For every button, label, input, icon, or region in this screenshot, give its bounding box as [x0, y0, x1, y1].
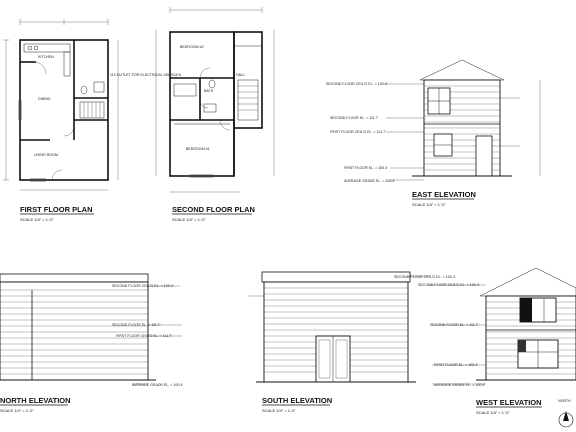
east-elevation-title: EAST ELEVATION	[412, 190, 476, 199]
second-floor-plan: BEDROOM #2 BATH HALL BEDROOM #1 SECOND F…	[155, 7, 275, 222]
west-elevation-scale: SCALE 1/4" = 1'-0"	[476, 410, 510, 415]
north-elevation-scale: SCALE 1/4" = 1'-0"	[0, 408, 34, 413]
second-floor-plan-scale: SCALE 1/4" = 1'-0"	[172, 217, 206, 222]
east-level-grade: AVERAGE GRADE EL. = 100.4'	[344, 179, 395, 183]
north-arrow: NORTH	[558, 399, 574, 428]
second-floor-plan-title: SECOND FLOOR PLAN	[172, 205, 255, 214]
west-upper-window	[519, 297, 557, 323]
first-floor-plan-title: FIRST FLOOR PLAN	[20, 205, 93, 214]
south-siding	[264, 287, 408, 373]
east-level-second-ceiling: SECOND FLOOR CEIL'G EL. = 100.4'	[326, 82, 388, 86]
east-level-first-ceiling: FIRST FLOOR CEIL'G EL. = 111.7'	[330, 130, 386, 134]
north-elevation: SECOND FLOOR CEIL'G EL. = 100.4' SECOND …	[0, 273, 183, 413]
south-elevation-title: SOUTH ELEVATION	[262, 396, 332, 405]
room-label-kitchen: KITCHEN	[38, 55, 54, 59]
west-lower-window	[517, 339, 559, 369]
west-elevation: SECOND FLOOR CEIL'G EL. = 100.4' SECOND …	[418, 267, 576, 415]
stair	[79, 101, 105, 119]
west-elevation-title: WEST ELEVATION	[476, 398, 542, 407]
north-arrow-label: NORTH	[558, 399, 571, 403]
north-level-second-ceiling: SECOND FLOOR CEIL'G EL. = 100.4'	[112, 284, 174, 288]
east-level-first-floor: FIRST FLOOR EL. = 100.4'	[344, 166, 388, 170]
south-elevation: SECOND FLOOR CEIL'G EL. = 100.4' SOUTH E…	[248, 271, 456, 413]
east-level-second-floor: SECOND FLOOR EL. = 111.7'	[330, 116, 379, 120]
west-level-first-floor: FIRST FLOOR EL. = 100.4'	[434, 363, 478, 367]
south-elevation-scale: SCALE 1/4" = 1'-0"	[262, 408, 296, 413]
west-level-second-floor: SECOND FLOOR EL. = 111.7'	[430, 323, 479, 327]
first-floor-plan-scale: SCALE 1/4" = 1'-0"	[20, 217, 54, 222]
patio-door	[315, 335, 351, 383]
west-level-grade: AVERAGE GRADE EL. = 100.4'	[434, 383, 485, 387]
room-label-hall: HALL	[236, 73, 245, 77]
north-level-second-floor: SECOND FLOOR EL. = 111.7'	[112, 323, 161, 327]
south-level-top: SECOND FLOOR CEIL'G EL. = 100.4'	[394, 275, 456, 279]
room-label-bedroom-2: BEDROOM #2	[180, 45, 204, 49]
room-label-bedroom-1: BEDROOM #1	[186, 147, 210, 151]
first-floor-plan: KITCHEN DINING LIVING ROOM 110 OUTLET FO…	[3, 19, 182, 222]
outlet-note: 110 OUTLET FOR ELECTRICAL VEHICLES	[110, 73, 182, 77]
room-label-dining: DINING	[38, 97, 51, 101]
room-label-bath: BATH	[204, 89, 214, 93]
north-elevation-title: NORTH ELEVATION	[0, 396, 71, 405]
north-siding	[0, 289, 148, 375]
north-level-first-ceiling: FIRST FLOOR CEIL'G EL. = 111.7'	[116, 334, 172, 338]
room-label-living: LIVING ROOM	[34, 153, 58, 157]
east-elevation: SECOND FLOOR CEIL'G EL. = 100.4' SECOND …	[326, 59, 541, 207]
north-level-grade: AVERAGE GRADE EL. = 100.4'	[132, 383, 183, 387]
east-elevation-scale: SCALE 1/4" = 1'-0"	[412, 202, 446, 207]
west-level-second-ceiling: SECOND FLOOR CEIL'G EL. = 100.4'	[418, 283, 480, 287]
